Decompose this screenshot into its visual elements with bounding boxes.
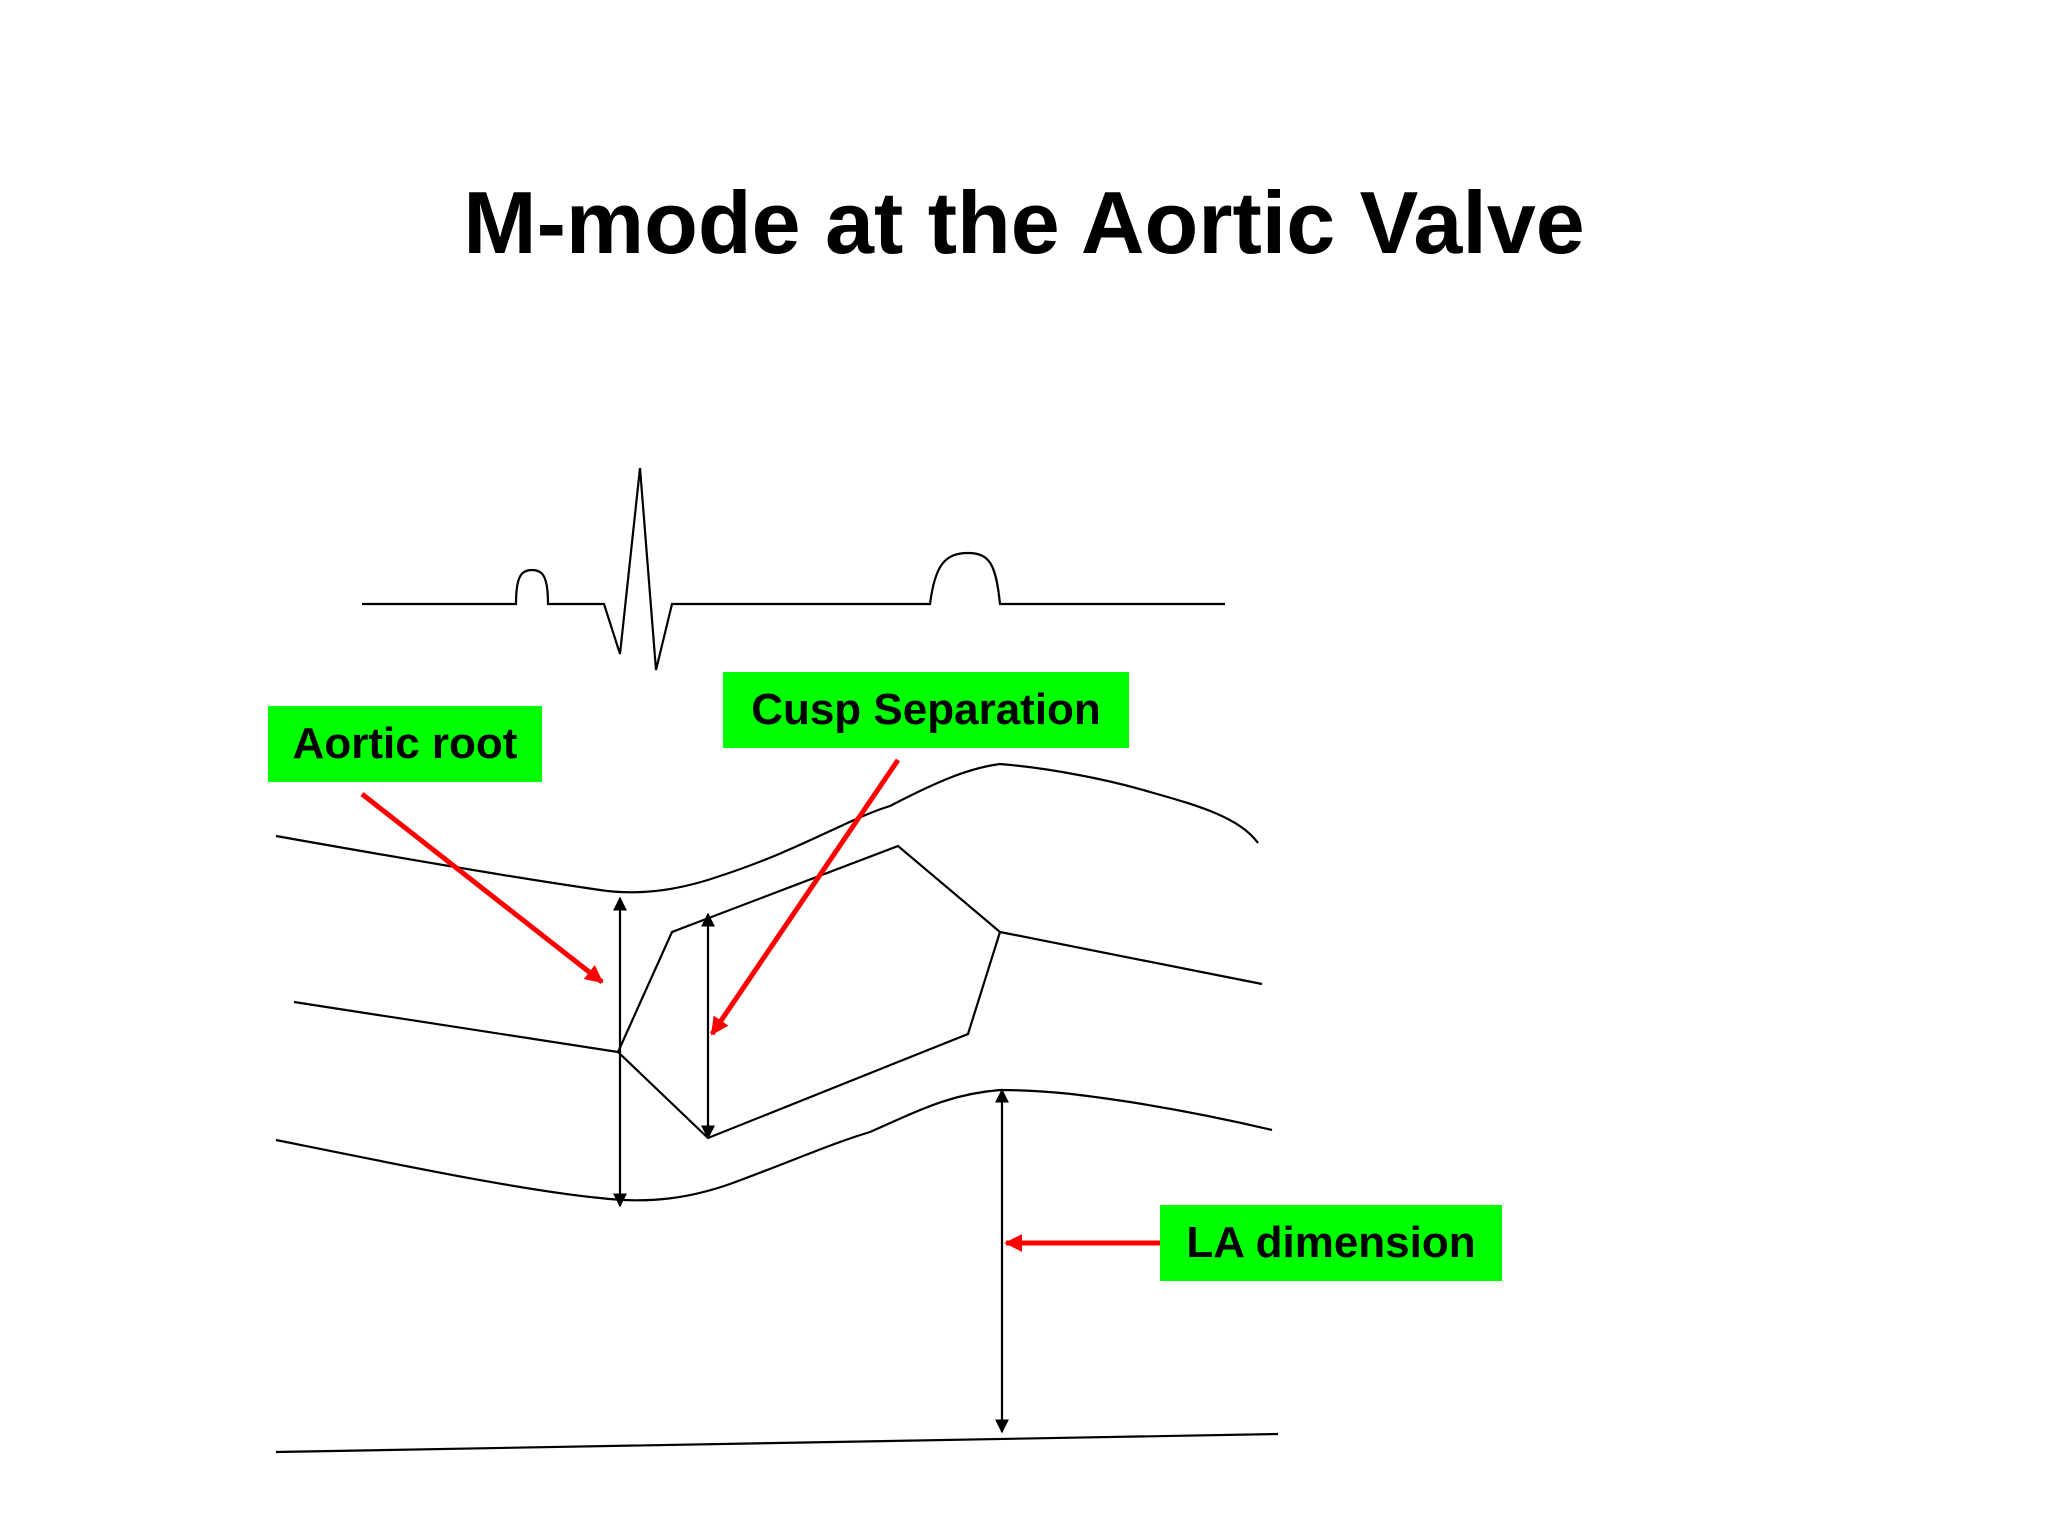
aortic-root-label: Aortic root xyxy=(268,706,542,782)
aortic-root-pointer xyxy=(360,792,604,984)
anterior-aortic-wall-tail xyxy=(1180,800,1258,843)
slide-title: M-mode at the Aortic Valve xyxy=(463,173,1585,272)
posterior-la-wall xyxy=(275,1432,1279,1454)
closure-line-right xyxy=(999,930,1263,986)
ecg-trace xyxy=(362,467,1225,671)
closure-line-left xyxy=(293,1000,619,1054)
la-dimension-label: LA dimension xyxy=(1160,1205,1502,1281)
anterior-aortic-wall xyxy=(275,762,1259,894)
cusp-separation-label: Cusp Separation xyxy=(723,672,1129,748)
cusp-separation-pointer xyxy=(709,758,901,1036)
posterior-aortic-wall xyxy=(275,1088,1273,1202)
